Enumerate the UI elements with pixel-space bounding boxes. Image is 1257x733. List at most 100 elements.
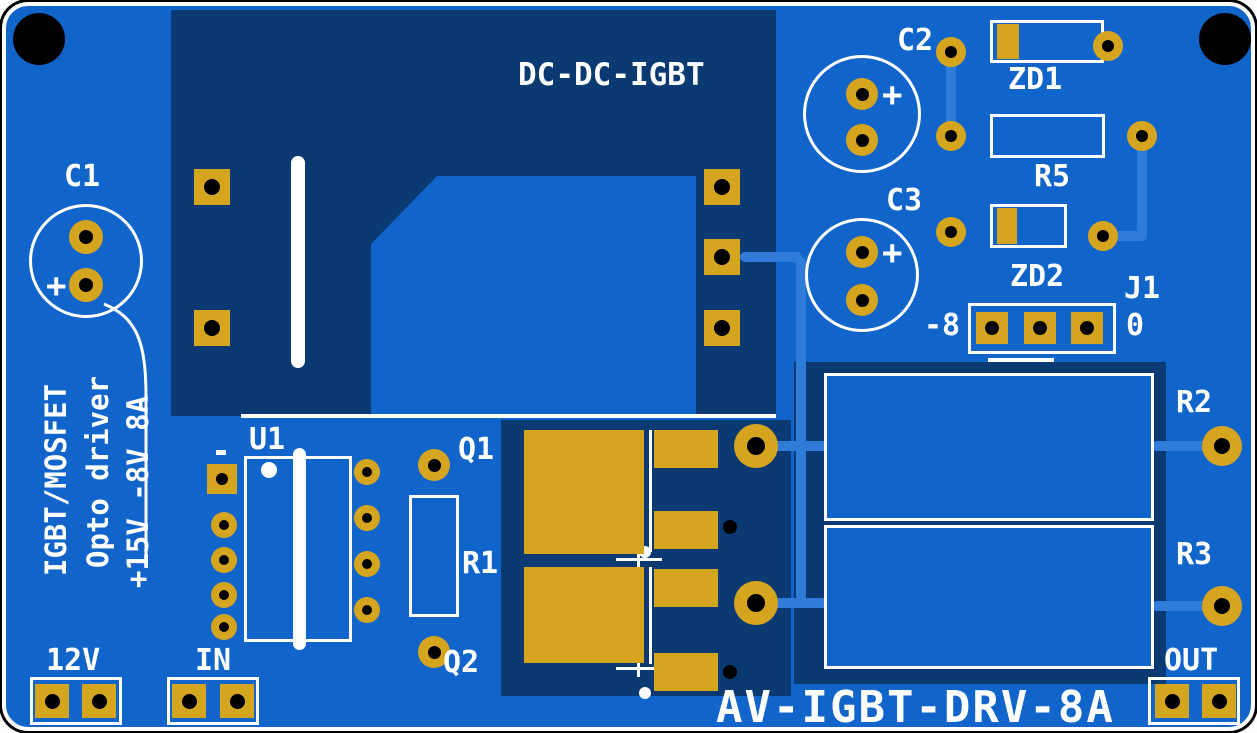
- via: [723, 520, 737, 534]
- pad-round-r2: [1202, 426, 1242, 466]
- trace: [1104, 231, 1147, 241]
- pad-square-u1-pin1: [207, 464, 237, 494]
- pad-round-u1: [211, 614, 237, 640]
- refdes-c2: C2: [897, 23, 934, 58]
- jumper-j1-tick: [988, 358, 1054, 362]
- connector-out-outline: [1148, 677, 1240, 725]
- pad-square-transformer: [704, 310, 740, 346]
- connector-12v-outline: [30, 677, 122, 725]
- cap-c3-outline: [805, 218, 919, 332]
- mounting-hole-top-left: [13, 13, 65, 65]
- pad-round-r5: [1127, 121, 1157, 151]
- trace: [796, 257, 806, 601]
- zd1-band-pad: [997, 24, 1019, 59]
- q1-tab-pad: [524, 430, 644, 554]
- refdes-j1: J1: [1124, 271, 1161, 306]
- pad-square-transformer: [194, 169, 230, 205]
- mounting-hole-top-right: [1199, 13, 1251, 65]
- q2-lead-pad: [654, 569, 718, 607]
- pad-round-u1: [354, 505, 380, 531]
- via: [723, 665, 737, 679]
- pad-square-j1: [976, 312, 1008, 344]
- pad-round-power: [734, 581, 778, 625]
- q2-silk-dot: [639, 687, 651, 699]
- transformer-bottom-silk-line: [241, 414, 776, 418]
- refdes-c3: C3: [886, 183, 923, 218]
- resistor-r1-outline: [409, 495, 459, 617]
- pad-square-out: [1202, 684, 1236, 718]
- pad-round-c1: [69, 220, 103, 254]
- pad-round-zd2: [1088, 221, 1118, 251]
- refdes-q1: Q1: [458, 432, 495, 467]
- pad-round-u1: [211, 547, 237, 573]
- q1-lead-pad: [654, 511, 718, 549]
- q1-silk-line: [649, 430, 652, 552]
- pad-square-j1: [1071, 312, 1103, 344]
- pad-round-c3: [846, 284, 878, 316]
- pad-round-r1: [418, 636, 450, 668]
- jumper-j1-outline: [968, 303, 1116, 354]
- resistor-r5-outline: [990, 114, 1105, 158]
- side-label-igbt-mosfet: IGBT/MOSFET: [39, 383, 73, 576]
- pad-round-u1: [354, 597, 380, 623]
- pad-square-12v: [35, 684, 69, 718]
- refdes-zd2: ZD2: [1010, 259, 1065, 294]
- jumper-neg-label: -8: [924, 308, 961, 343]
- refdes-c1: C1: [64, 159, 101, 194]
- pad-square-12v: [82, 684, 116, 718]
- connector-in-label: IN: [195, 643, 232, 678]
- side-label-opto-driver: Opto driver: [81, 375, 115, 568]
- pad-round-r5: [936, 121, 966, 151]
- q2-silk-line: [649, 567, 652, 664]
- pad-square-transformer: [704, 169, 740, 205]
- refdes-r1: R1: [462, 546, 499, 581]
- resistor-r2-body: [824, 373, 1154, 521]
- q2-lead-pad: [654, 653, 718, 691]
- connector-out-label: OUT: [1164, 643, 1219, 678]
- pad-round-c2: [846, 78, 878, 110]
- diode-zd2-outline: [990, 204, 1067, 248]
- q2-lead-mark-v: [637, 660, 640, 677]
- side-label-voltage: +15V -8V 8A: [121, 395, 155, 588]
- cap-c1-outline: [29, 204, 143, 318]
- pad-square-transformer: [704, 239, 740, 275]
- jumper-zero-label: 0: [1126, 308, 1145, 343]
- pad-square-in: [172, 684, 206, 718]
- pad-square-in: [220, 684, 254, 718]
- c3-plus-mark: +: [882, 233, 903, 273]
- trace: [1152, 601, 1222, 611]
- pad-round-c1: [69, 268, 103, 302]
- pad-round-c3: [846, 236, 878, 268]
- ic-u1-pin1-tick: [216, 450, 226, 455]
- zd2-band-pad: [997, 208, 1017, 244]
- board-title: DC-DC-IGBT: [518, 57, 705, 93]
- pad-square-j1: [1024, 312, 1056, 344]
- trace: [758, 598, 828, 608]
- trace: [740, 252, 802, 262]
- q1-lead-mark-v: [637, 551, 640, 568]
- pad-round-c2: [846, 124, 878, 156]
- refdes-zd1: ZD1: [1008, 62, 1063, 97]
- refdes-r5: R5: [1034, 159, 1071, 194]
- trace: [1152, 441, 1222, 451]
- pad-round-r1: [418, 449, 450, 481]
- refdes-r3: R3: [1176, 537, 1213, 572]
- q1-lead-pad: [654, 430, 718, 468]
- pad-round-u1: [354, 459, 380, 485]
- transformer-slot: [291, 156, 305, 368]
- trace: [1137, 138, 1147, 238]
- resistor-r3-body: [824, 525, 1154, 669]
- ic-u1-pin1-dot: [261, 462, 277, 478]
- pad-square-out: [1155, 684, 1189, 718]
- c2-plus-mark: +: [882, 75, 903, 115]
- pad-round-zd2: [936, 217, 966, 247]
- refdes-r2: R2: [1176, 385, 1213, 420]
- board-footer: AV-IGBT-DRV-8A: [716, 682, 1115, 731]
- refdes-q2: Q2: [443, 645, 480, 680]
- q2-tab-pad: [524, 567, 644, 663]
- c1-plus-mark: +: [46, 266, 67, 306]
- pad-round-u1: [211, 512, 237, 538]
- transformer-core-cutout: [371, 176, 696, 416]
